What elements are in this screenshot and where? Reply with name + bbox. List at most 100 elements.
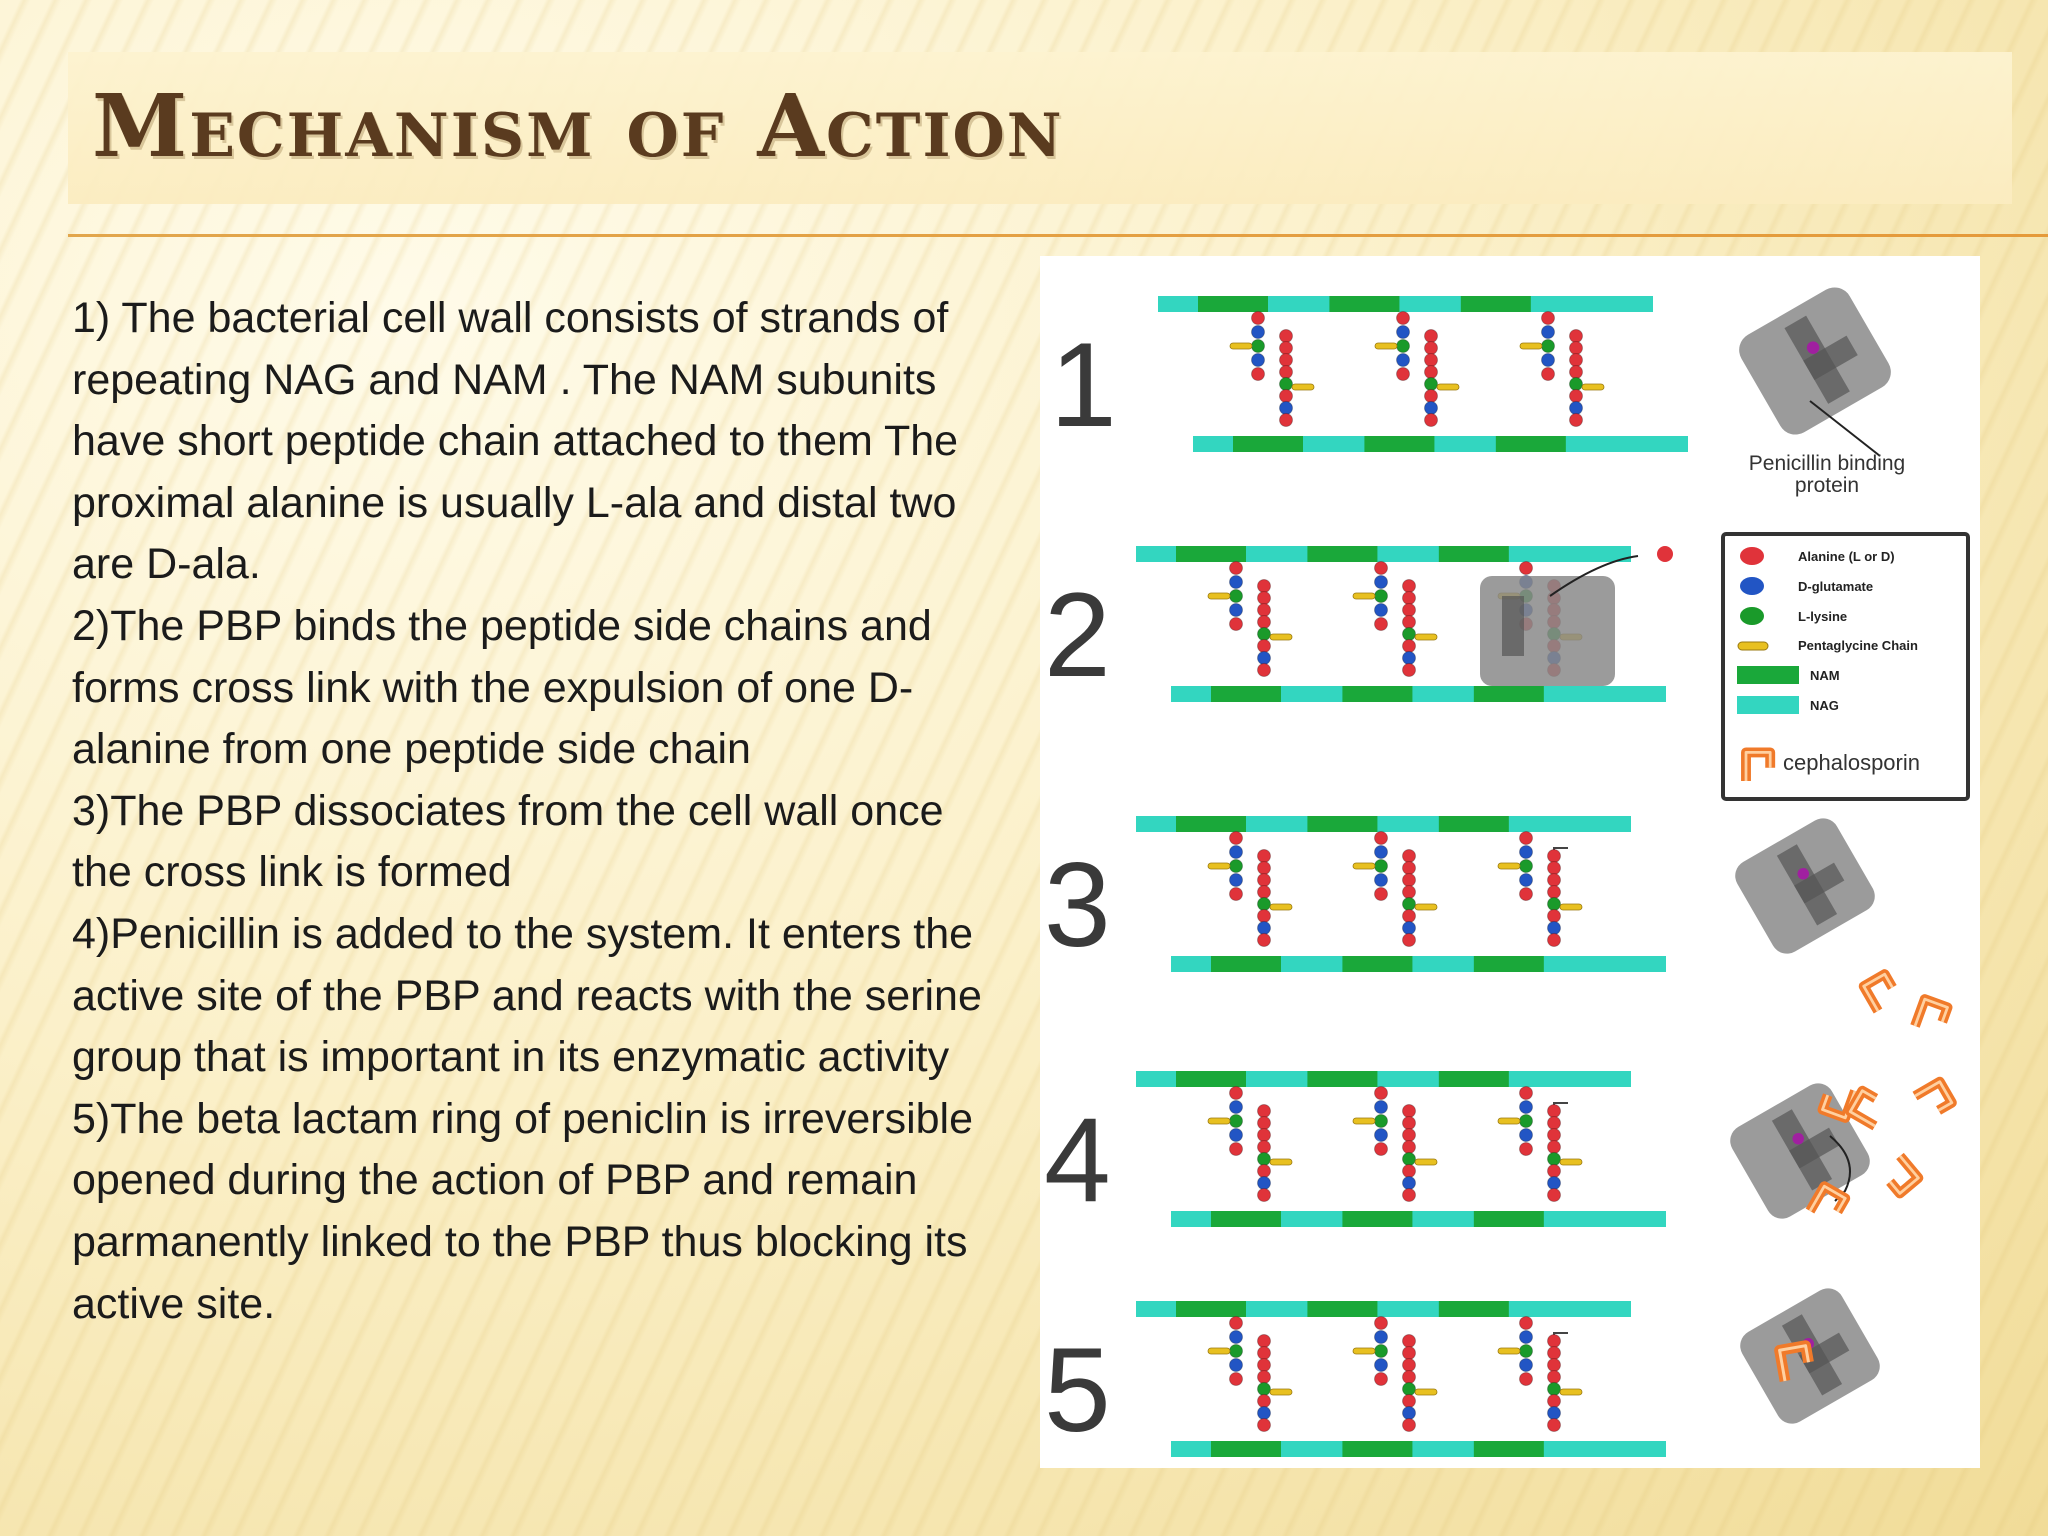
amino-acid-sphere: [1519, 859, 1533, 873]
penicillin-hook-outer: [1845, 1085, 1879, 1131]
amino-acid-sphere: [1251, 325, 1265, 339]
panel-number: 3: [1044, 838, 1111, 972]
amino-acid-sphere: [1402, 1394, 1416, 1408]
amino-acid-sphere: [1251, 367, 1265, 381]
pentaglycine-bar: [1436, 383, 1460, 391]
amino-acid-sphere: [1402, 615, 1416, 629]
amino-acid-sphere: [1251, 311, 1265, 325]
amino-acid-sphere: [1229, 1086, 1243, 1100]
green-bar-icon: [1737, 666, 1799, 684]
pbp-pointer-line: [1809, 400, 1881, 457]
amino-acid-sphere: [1374, 1330, 1388, 1344]
teal-bar-icon: [1737, 696, 1799, 714]
amino-acid-sphere: [1402, 627, 1416, 641]
pentaglycine-bar: [1207, 862, 1231, 870]
amino-acid-sphere: [1519, 1330, 1533, 1344]
amino-acid-sphere: [1279, 365, 1293, 379]
panel-number: 5: [1044, 1323, 1111, 1457]
amino-acid-sphere: [1519, 1114, 1533, 1128]
amino-acid-sphere: [1396, 339, 1410, 353]
penicillin-hook-inner: [1862, 972, 1894, 1012]
amino-acid-sphere: [1541, 367, 1555, 381]
amino-acid-sphere: [1547, 873, 1561, 887]
pentaglycine-bar: [1291, 383, 1315, 391]
top-strand-nam: [1176, 546, 1246, 562]
amino-acid-sphere: [1396, 353, 1410, 367]
amino-acid-sphere: [1374, 589, 1388, 603]
amino-acid-sphere: [1279, 401, 1293, 415]
amino-acid-sphere: [1541, 325, 1555, 339]
amino-acid-sphere: [1547, 1164, 1561, 1178]
pentaglycine-bar: [1229, 342, 1253, 350]
amino-acid-sphere: [1519, 1142, 1533, 1156]
amino-acid-sphere: [1374, 845, 1388, 859]
pentaglycine-bar: [1497, 1117, 1521, 1125]
amino-acid-sphere: [1374, 831, 1388, 845]
green-sphere-icon: [1740, 607, 1764, 625]
amino-acid-sphere: [1374, 873, 1388, 887]
amino-acid-sphere: [1402, 909, 1416, 923]
penicillin-hook-outer: [1912, 1076, 1957, 1115]
title-band: [68, 52, 2012, 204]
amino-acid-sphere: [1402, 1128, 1416, 1142]
expulsion-arrow: [1549, 555, 1639, 597]
pentaglycine-bar: [1559, 903, 1583, 911]
bottom-strand-nam: [1364, 436, 1435, 452]
penicillin-hook-inner: [1848, 1089, 1877, 1128]
amino-acid-sphere: [1257, 1104, 1271, 1118]
step-number: 5): [72, 1094, 111, 1143]
amino-acid-sphere: [1229, 589, 1243, 603]
amino-acid-sphere: [1424, 413, 1438, 427]
amino-acid-sphere: [1402, 1406, 1416, 1420]
amino-acid-sphere: [1229, 1142, 1243, 1156]
amino-acid-sphere: [1257, 1382, 1271, 1396]
bottom-strand-nam: [1233, 436, 1303, 452]
amino-acid-sphere: [1257, 1116, 1271, 1130]
step-text: The bacterial cell wall consists of stra…: [72, 294, 959, 589]
pentaglycine-bar: [1207, 1347, 1231, 1355]
amino-acid-sphere: [1541, 353, 1555, 367]
amino-acid-sphere: [1279, 329, 1293, 343]
pentaglycine-bar: [1519, 342, 1543, 350]
step-4: 4)Penicillin is added to the system. It …: [72, 904, 1012, 1089]
amino-acid-sphere: [1402, 1334, 1416, 1348]
legend-label: NAG: [1810, 698, 1839, 713]
amino-acid-sphere: [1257, 1164, 1271, 1178]
top-strand-nam: [1438, 1301, 1509, 1317]
amino-acid-sphere: [1374, 561, 1388, 575]
pbp-label-line-2: protein: [1795, 474, 1859, 497]
amino-acid-sphere: [1402, 1418, 1416, 1432]
amino-acid-sphere: [1547, 1152, 1561, 1166]
amino-acid-sphere: [1547, 1370, 1561, 1384]
amino-acid-sphere: [1229, 859, 1243, 873]
amino-acid-sphere: [1396, 325, 1410, 339]
amino-acid-sphere: [1569, 353, 1583, 367]
amino-acid-sphere: [1374, 575, 1388, 589]
amino-acid-sphere: [1402, 849, 1416, 863]
amino-acid-sphere: [1519, 1100, 1533, 1114]
amino-acid-sphere: [1402, 1104, 1416, 1118]
amino-acid-sphere: [1257, 603, 1271, 617]
amino-acid-sphere: [1402, 1370, 1416, 1384]
amino-acid-sphere: [1519, 1344, 1533, 1358]
pentaglycine-bar: [1581, 383, 1605, 391]
amino-acid-sphere: [1541, 311, 1555, 325]
step-number: 4): [72, 909, 111, 958]
penicillin-molecule: [1805, 1181, 1851, 1215]
amino-acid-sphere: [1229, 575, 1243, 589]
amino-acid-sphere: [1402, 1346, 1416, 1360]
legend-label: Alanine (L or D): [1798, 549, 1895, 564]
amino-acid-sphere: [1402, 1176, 1416, 1190]
pentaglycine-bar: [1559, 1388, 1583, 1396]
top-strand-nam: [1176, 1301, 1246, 1317]
pbp-active-site: [1502, 596, 1524, 656]
step-text: The PBP binds the peptide side chains an…: [72, 601, 932, 774]
bottom-strand-nam: [1473, 956, 1544, 972]
amino-acid-sphere: [1519, 1372, 1533, 1386]
amino-acid-sphere: [1257, 909, 1271, 923]
amino-acid-sphere: [1547, 849, 1561, 863]
pbp-label-line-1: Penicillin binding: [1749, 452, 1905, 475]
reaction-arrow: [1829, 1135, 1851, 1202]
amino-acid-sphere: [1257, 1188, 1271, 1202]
amino-acid-sphere: [1519, 1316, 1533, 1330]
